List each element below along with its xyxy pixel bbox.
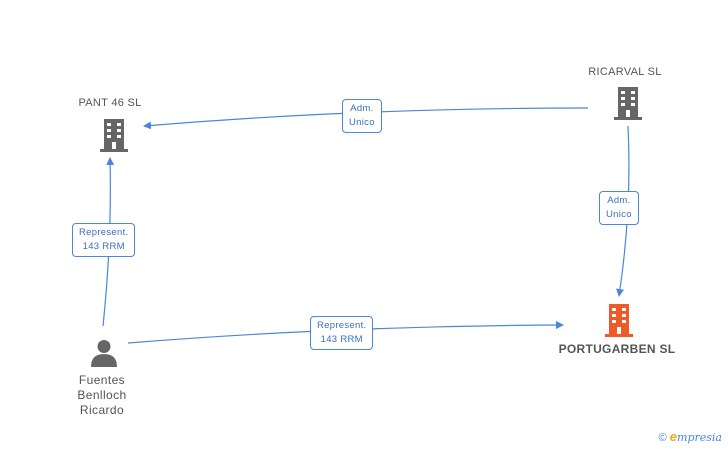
edge-label-line2: Unico (606, 209, 632, 220)
person-name-line2: Benlloch (77, 388, 127, 402)
node-label: PORTUGARBEN SL (558, 342, 676, 356)
edge-label-line1: Represent. (317, 320, 367, 331)
node-label: RICARVAL SL (588, 66, 662, 78)
building-icon (605, 304, 633, 337)
node-pant-46[interactable]: PANT 46 SL (60, 97, 160, 109)
building-icon (100, 119, 128, 152)
edge-label-line2: 143 RRM (82, 241, 125, 252)
edge-label-line1: Represent. (79, 227, 129, 238)
edge-label-line2: 143 RRM (320, 334, 363, 345)
brand-logo-initial: e (669, 429, 678, 444)
person-icon (91, 340, 117, 367)
node-label: PANT 46 SL (78, 97, 142, 109)
person-name-line3: Ricardo (79, 403, 125, 417)
edge-label-line1: Adm. (607, 195, 631, 206)
node-person[interactable]: Fuentes Benlloch Ricardo (52, 373, 152, 418)
edge-label-ricarval-portugarben: Adm. Unico (599, 191, 639, 225)
node-portugarben[interactable]: PORTUGARBEN SL (555, 342, 679, 356)
brand-logo-text: mpresia (677, 431, 722, 444)
brand-footer: © empresia (659, 429, 722, 444)
edge-label-ricarval-pant: Adm. Unico (342, 99, 382, 133)
copyright-symbol: © (658, 432, 667, 444)
edge-label-line1: Adm. (350, 103, 374, 114)
node-ricarval[interactable]: RICARVAL SL (575, 66, 675, 78)
edge-label-person-portugarben: Represent. 143 RRM (310, 316, 374, 350)
building-icon (614, 87, 642, 120)
edge-label-person-pant: Represent. 143 RRM (72, 223, 136, 257)
edge-label-line2: Unico (349, 117, 375, 128)
person-name-line1: Fuentes (78, 373, 126, 387)
